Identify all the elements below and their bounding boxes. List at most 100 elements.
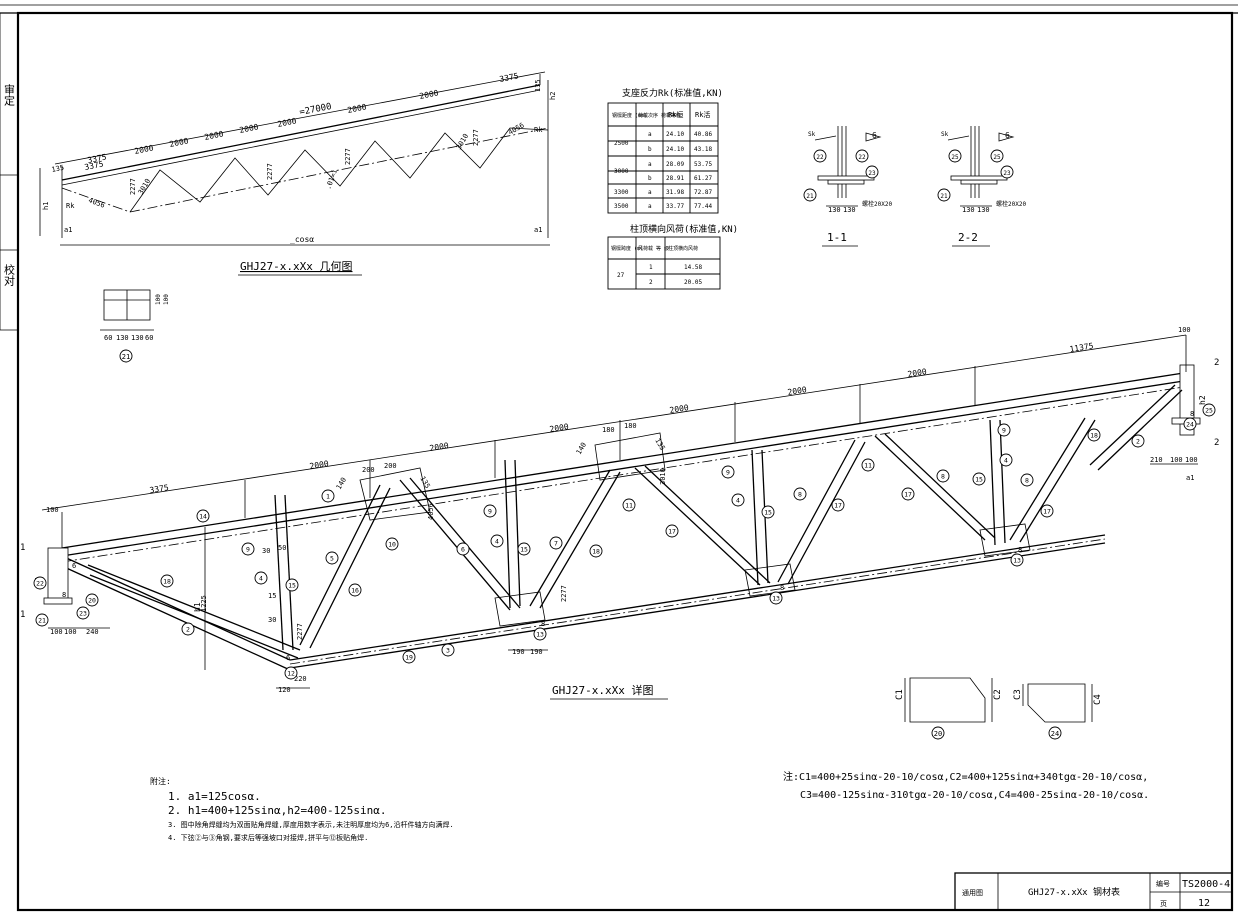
main-bottom-dim-220: 220 bbox=[294, 675, 307, 683]
section-2-2: Sk 6 25 25 23 21 130 130 螺栓20X20 2-2 bbox=[937, 126, 1026, 247]
geom-bottom-length: _cosα bbox=[290, 235, 314, 244]
detail21-mark: 21 bbox=[122, 353, 130, 361]
member-callout-11 bbox=[622, 498, 636, 512]
section1-mark-22-left bbox=[813, 149, 827, 163]
member-callout-label: 24 bbox=[1186, 421, 1194, 429]
reaction-row1-dead: 24.10 bbox=[666, 131, 684, 138]
member-callout-15 bbox=[285, 578, 299, 592]
section2-mark-23-label: 23 bbox=[1003, 170, 1011, 177]
reaction-row3-live: 53.75 bbox=[694, 161, 712, 168]
member-callout-6 bbox=[456, 542, 470, 556]
main-misc-8-3: 8 bbox=[1018, 546, 1022, 554]
section2-dim-130-1: 130 bbox=[962, 206, 975, 214]
shape-c1: C1 bbox=[895, 689, 905, 700]
member-callout-label: 9 bbox=[246, 546, 250, 554]
main-misc-8-5: 8 bbox=[1190, 410, 1194, 418]
main-left-dim-100-1: 100 bbox=[50, 628, 63, 636]
member-callouts: 1234567891011121314151617181920212223242… bbox=[33, 403, 1216, 680]
geom-dim-2000-6: 2000 bbox=[347, 102, 368, 115]
note-3: 3. 图中除角焊缝均为双面贴角焊缝,厚度用数字表示,未注明厚度均为6,沿杆件轴方… bbox=[168, 820, 454, 829]
mark-24 bbox=[1048, 726, 1062, 740]
reaction-row3-span: 3000 bbox=[614, 168, 629, 175]
wind-row2-value: 20.05 bbox=[684, 279, 702, 286]
member-callout-9 bbox=[997, 423, 1011, 437]
main-dim-3375: 3375 bbox=[149, 483, 170, 495]
main-misc-2277-1: 2277 bbox=[296, 623, 304, 640]
main-misc-180-1: 180 bbox=[602, 426, 615, 434]
main-bottom-dim-120: 120 bbox=[278, 686, 291, 694]
main-misc-4056: 4056 bbox=[427, 503, 435, 520]
member-callout-12 bbox=[284, 666, 298, 680]
member-callout-label: 18 bbox=[163, 578, 171, 586]
member-callout-label: 13 bbox=[772, 595, 780, 603]
member-callout-13 bbox=[769, 591, 783, 605]
geom-dim-135-bottom: 135 bbox=[51, 164, 65, 174]
member-callout-label: 15 bbox=[764, 509, 772, 517]
main-misc-15: 15 bbox=[268, 592, 276, 600]
member-callout-2 bbox=[1131, 434, 1145, 448]
member-callout-label: 9 bbox=[488, 508, 492, 516]
reaction-row5-grade: a bbox=[648, 189, 652, 196]
title-block-name: GHJ27-x.xXx 钢材表 bbox=[1028, 886, 1120, 898]
section1-dim-130-1: 130 bbox=[828, 206, 841, 214]
reaction-row4-dead: 28.91 bbox=[666, 175, 684, 182]
member-callout-label: 15 bbox=[288, 582, 296, 590]
member-callout-4 bbox=[731, 493, 745, 507]
geom-member-2277-3: 2277 bbox=[344, 148, 352, 165]
member-callout-18 bbox=[1087, 428, 1101, 442]
main-misc-180-2: 180 bbox=[624, 422, 637, 430]
member-callout-1 bbox=[321, 489, 335, 503]
member-callout-label: 5 bbox=[330, 555, 334, 563]
geom-rk-left: Rk bbox=[66, 202, 75, 210]
member-callout-15 bbox=[972, 472, 986, 486]
member-callout-label: 25 bbox=[1205, 407, 1213, 415]
section1-mark-23 bbox=[865, 165, 879, 179]
member-callout-18 bbox=[589, 544, 603, 558]
reaction-row1-live: 40.86 bbox=[694, 131, 712, 138]
section1-mark-22-right bbox=[855, 149, 869, 163]
member-callout-label: 8 bbox=[798, 491, 802, 499]
member-callout-16 bbox=[348, 583, 362, 597]
section1-mark-21 bbox=[803, 188, 817, 202]
wind-header-grade: 风荷载 等 级 bbox=[638, 245, 669, 252]
sheet-border bbox=[16, 11, 1234, 912]
member-callout-label: 19 bbox=[405, 654, 413, 662]
geom-dim-2000-7: 2000 bbox=[419, 88, 440, 101]
main-dim-2000-4: 2000 bbox=[669, 403, 690, 415]
detail21-dim-130-2: 130 bbox=[131, 334, 144, 342]
main-dim-2000-1: 2000 bbox=[309, 459, 330, 471]
member-callout-25 bbox=[1202, 403, 1216, 417]
geometry-drawing: =27000 3375 2000 2000 2000 2000 2000 200… bbox=[39, 71, 557, 276]
member-callout-17 bbox=[1040, 504, 1054, 518]
member-callout-label: 16 bbox=[351, 587, 359, 595]
geom-dim-3375-right: 3375 bbox=[499, 71, 520, 84]
main-left-dim-240: 240 bbox=[86, 628, 99, 636]
reaction-row1-span: 2500 bbox=[614, 140, 629, 147]
shape-mark-24: 24 bbox=[1051, 730, 1059, 738]
reaction-row5-span: 3300 bbox=[614, 189, 629, 196]
detail21-dim-60-left: 60 bbox=[104, 334, 112, 342]
main-misc-8-1: 8 bbox=[780, 584, 784, 592]
member-callout-19 bbox=[402, 650, 416, 664]
main-h1: h1 bbox=[193, 602, 202, 612]
geom-h1: h1 bbox=[42, 202, 50, 210]
main-section-2-right-top: 2 bbox=[1214, 358, 1219, 368]
reaction-header-grade: 荷载次序 荷载等级 bbox=[638, 112, 681, 119]
reaction-header-span: 钢檩距度 (mm) bbox=[612, 112, 647, 119]
main-dim-2000-3: 2000 bbox=[549, 422, 570, 434]
section2-label: 2-2 bbox=[958, 231, 978, 244]
title-block-page-label: 页 bbox=[1160, 900, 1167, 908]
geom-dim-2000-1: 2000 bbox=[134, 143, 155, 156]
member-callout-label: 6 bbox=[461, 546, 465, 554]
main-misc-1225: 1225 bbox=[200, 595, 208, 612]
section2-bolt: 螺栓20X20 bbox=[996, 200, 1026, 208]
reaction-row3-dead: 28.09 bbox=[666, 161, 684, 168]
reaction-table-title: 支座反力Rk(标准值,KN) bbox=[622, 87, 723, 99]
member-callout-13 bbox=[1010, 553, 1024, 567]
section1-mark-21-label: 21 bbox=[806, 193, 814, 200]
member-callout-label: 14 bbox=[199, 513, 207, 521]
main-h2: h2 bbox=[1198, 395, 1207, 405]
geom-a1-right: a1 bbox=[534, 226, 542, 234]
main-node-dim-190-1: 190 bbox=[512, 648, 525, 656]
wind-table: 柱顶横向风荷(标准值,KN) 钢檩跨度 (m) 风荷载 等 级 柱顶横向风荷 2… bbox=[607, 223, 738, 290]
